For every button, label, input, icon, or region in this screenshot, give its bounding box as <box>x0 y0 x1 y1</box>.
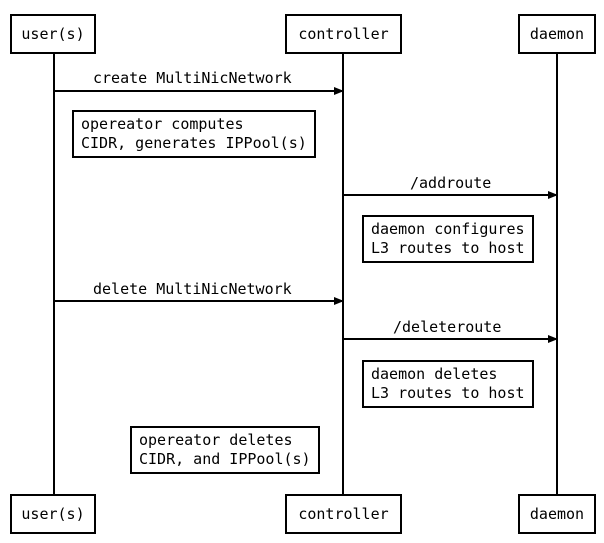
actor-user-top: user(s) <box>10 14 96 54</box>
note-operator-deletes-line-1: opereator deletes <box>139 431 293 449</box>
message-deleteroute: /deleteroute <box>393 318 502 336</box>
actor-user-top-label: user(s) <box>21 25 85 43</box>
note-daemon-configures-line-1: daemon configures <box>371 220 525 238</box>
actor-controller-top-label: controller <box>298 25 389 43</box>
note-operator-computes-line-2: CIDR, generates IPPool(s) <box>81 134 307 152</box>
actor-daemon-top-label: daemon <box>529 25 585 43</box>
message-create: create MultiNicNetwork <box>93 69 292 87</box>
note-daemon-deletes: daemon deletes L3 routes to host <box>362 360 534 408</box>
note-operator-deletes-line-2: CIDR, and IPPool(s) <box>139 450 311 468</box>
actor-daemon-bottom: daemon <box>518 494 596 534</box>
actor-user-bottom-label: user(s) <box>21 505 85 523</box>
actor-controller-top: controller <box>285 14 402 54</box>
note-operator-computes-line-1: opereator computes <box>81 115 244 133</box>
note-daemon-deletes-line-2: L3 routes to host <box>371 384 525 402</box>
note-daemon-configures: daemon configures L3 routes to host <box>362 215 534 263</box>
actor-daemon-top: daemon <box>518 14 596 54</box>
note-daemon-configures-line-2: L3 routes to host <box>371 239 525 257</box>
actor-controller-bottom-label: controller <box>298 505 389 523</box>
actor-daemon-bottom-label: daemon <box>529 505 585 523</box>
message-delete: delete MultiNicNetwork <box>93 280 292 298</box>
message-addroute: /addroute <box>410 174 492 192</box>
note-operator-computes: opereator computes CIDR, generates IPPoo… <box>72 110 316 158</box>
actor-user-bottom: user(s) <box>10 494 96 534</box>
note-operator-deletes: opereator deletes CIDR, and IPPool(s) <box>130 426 320 474</box>
note-daemon-deletes-line-1: daemon deletes <box>371 365 498 383</box>
actor-controller-bottom: controller <box>285 494 402 534</box>
